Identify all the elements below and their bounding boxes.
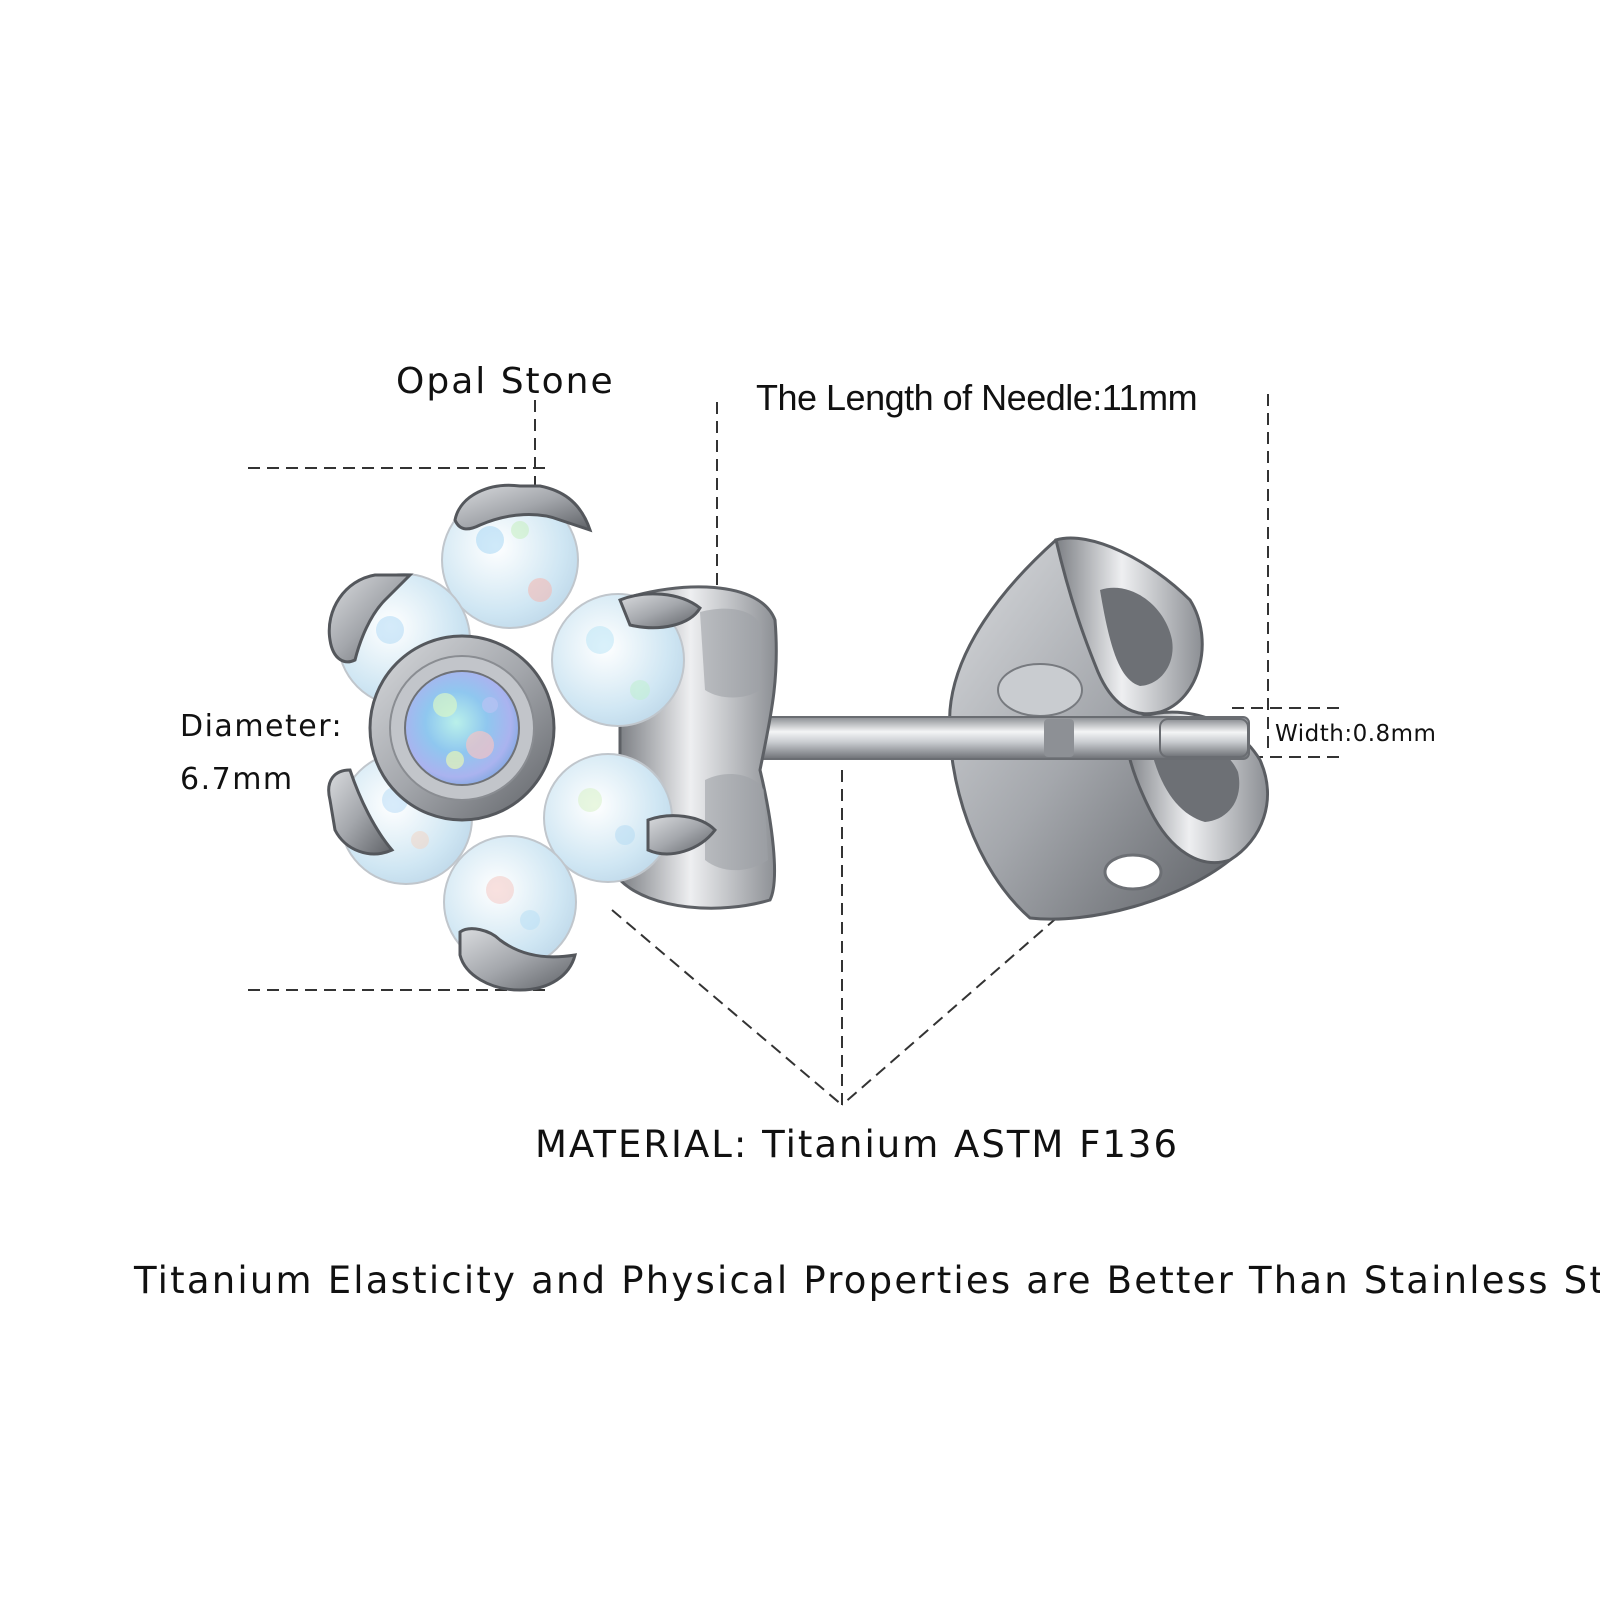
diameter-label: Diameter: xyxy=(180,709,344,744)
center-opal xyxy=(404,670,520,786)
needle-length-label: The Length of Needle:11mm xyxy=(756,377,1198,418)
tagline: Titanium Elasticity and Physical Propert… xyxy=(134,1259,1600,1302)
diameter-value: 6.7mm xyxy=(180,762,294,797)
flower-head xyxy=(327,483,778,992)
opal-flecks xyxy=(376,521,650,930)
material-pointer-left xyxy=(611,909,843,1106)
prongs xyxy=(327,483,717,992)
material-label: MATERIAL: Titanium ASTM F136 xyxy=(535,1123,1180,1166)
opal-stone-label: Opal Stone xyxy=(396,361,615,402)
needle-post xyxy=(713,716,1250,760)
width-label: Width:0.8mm xyxy=(1275,721,1437,747)
